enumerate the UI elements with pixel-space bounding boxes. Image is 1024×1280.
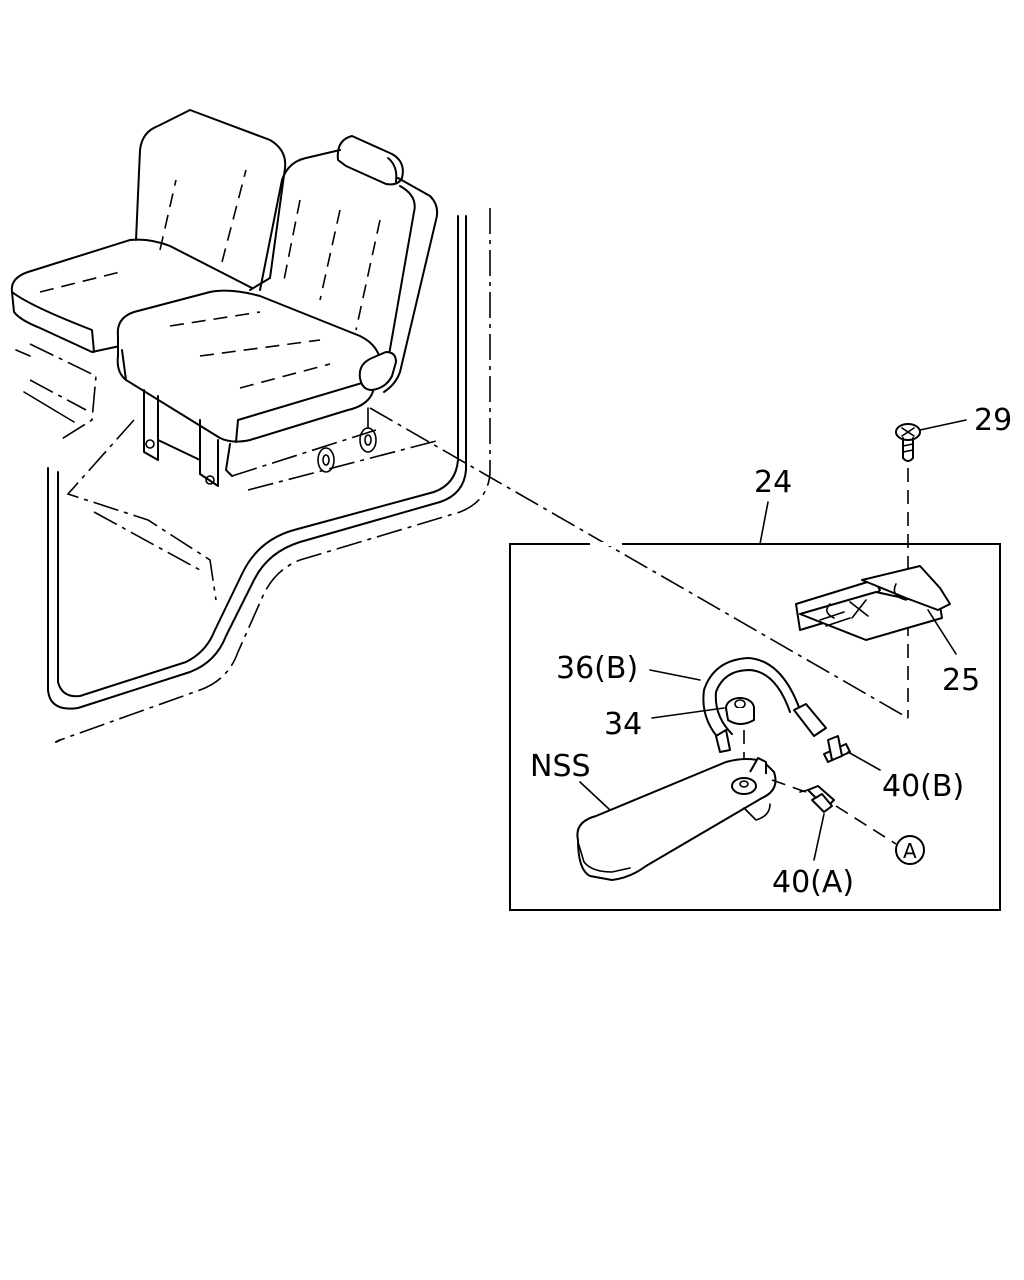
label-34: 34: [604, 707, 642, 742]
sensor-nss: [576, 757, 777, 881]
label-36b: 36(B): [556, 651, 638, 686]
bracket-25: [795, 565, 951, 641]
joint-40a: [799, 785, 835, 813]
leader-24: [759, 501, 769, 545]
axis-40a: [771, 779, 807, 793]
hose-36b: [702, 657, 827, 753]
detail-box: [509, 543, 1001, 911]
joint-40b: [823, 735, 851, 763]
label-ref-a: A: [903, 839, 917, 863]
leader-34: [651, 707, 725, 719]
label-29: 29: [974, 403, 1012, 438]
label-40b: 40(B): [882, 769, 964, 804]
label-24: 24: [754, 465, 792, 500]
label-nss: NSS: [530, 749, 591, 784]
screw-29: [895, 423, 921, 462]
leader-40b: [847, 751, 881, 771]
axis-ref-a: [835, 805, 897, 845]
clip-34: [725, 697, 755, 725]
leader-40a: [813, 813, 825, 861]
label-25: 25: [942, 663, 980, 698]
leader-25: [927, 609, 957, 655]
leader-29: [919, 419, 967, 431]
seat-assembly: [10, 109, 491, 743]
leader-nss: [579, 781, 611, 811]
label-40a: 40(A): [772, 865, 854, 900]
ref-a-circle: [895, 835, 925, 865]
leader-36b: [649, 669, 701, 681]
leader-seat-to-detail: [369, 407, 909, 719]
